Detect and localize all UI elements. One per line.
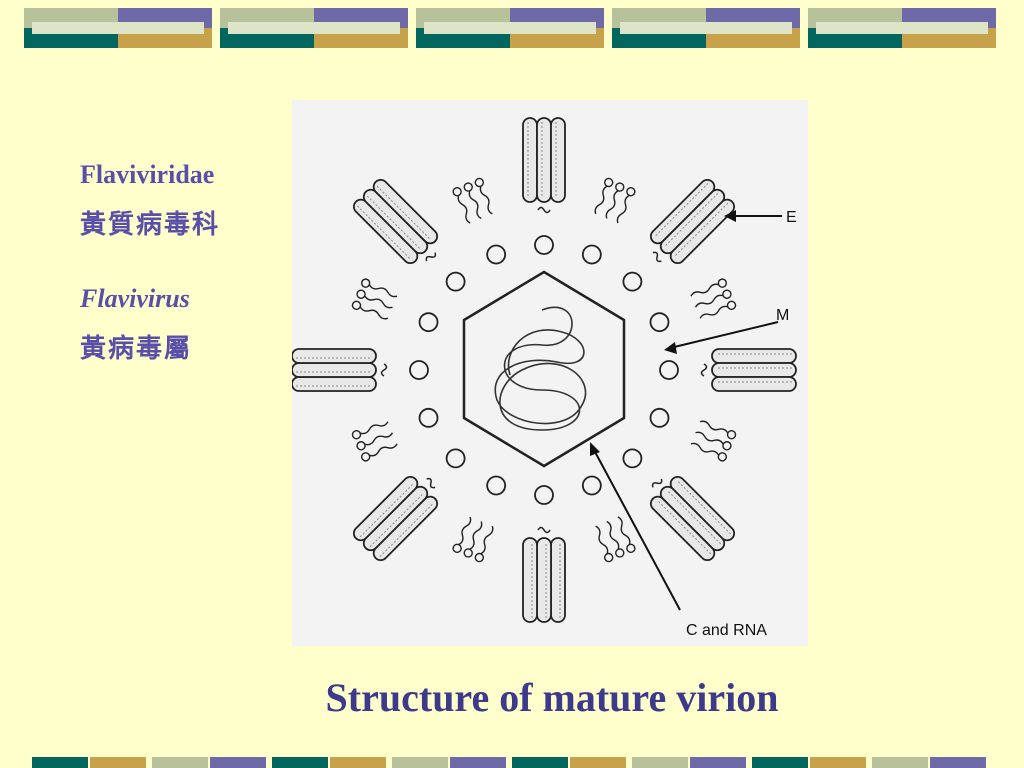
band-tile — [450, 757, 506, 768]
m-protein — [418, 407, 439, 428]
m-protein — [581, 475, 602, 496]
e-protein-trimer — [711, 348, 797, 392]
lipid-cluster — [595, 516, 636, 563]
band-tile — [752, 757, 808, 768]
e-anchor — [426, 477, 436, 489]
band-tile — [512, 757, 568, 768]
virion-diagram-svg: E M C and RNA — [292, 117, 797, 639]
lipid-cluster — [690, 278, 737, 319]
lipid-cluster — [594, 177, 636, 224]
band-tile — [392, 757, 448, 768]
band-tile — [210, 757, 266, 768]
m-protein — [659, 360, 679, 380]
label-M: M — [776, 307, 789, 324]
m-protein — [418, 312, 439, 333]
capsid-hexagon — [462, 270, 626, 468]
e-protein-trimer — [352, 178, 439, 265]
e-protein-trimer — [352, 475, 439, 562]
e-protein-trimer — [649, 475, 736, 562]
top-decorative-band — [24, 8, 1000, 48]
band-tile — [930, 757, 986, 768]
band-tile — [330, 757, 386, 768]
band-tile — [90, 757, 146, 768]
nucleocapsid — [462, 270, 626, 468]
band-tile — [416, 8, 604, 48]
genus-name-english: Flavivirus — [80, 284, 190, 313]
arrowhead-M — [664, 342, 677, 354]
virion-diagram: E M C and RNA — [292, 100, 808, 646]
family-name-chinese: 黃質病毒科 — [80, 210, 221, 240]
band-tile — [872, 757, 928, 768]
slide-caption: Structure of mature virion — [325, 675, 779, 720]
genus-name-chinese: 黃病毒屬 — [80, 334, 193, 364]
e-anchor — [537, 206, 551, 214]
band-tile — [24, 8, 212, 48]
bottom-decorative-band — [32, 757, 994, 768]
label-C-and-RNA: C and RNA — [686, 622, 767, 639]
e-anchor — [700, 363, 708, 377]
arrowhead-C-RNA — [590, 442, 600, 456]
band-tile — [808, 8, 996, 48]
band-tile — [690, 757, 746, 768]
band-tile — [810, 757, 866, 768]
lipid-cluster — [690, 420, 737, 462]
lipid-cluster — [452, 516, 494, 563]
m-protein — [445, 271, 466, 292]
e-protein-trimer — [522, 537, 566, 623]
m-protein — [486, 244, 507, 265]
m-protein — [534, 485, 554, 505]
band-tile — [570, 757, 626, 768]
family-name-english: Flaviviridae — [80, 160, 215, 189]
arrow-M — [669, 321, 779, 349]
band-tile — [632, 757, 688, 768]
lipid-cluster — [351, 278, 398, 320]
band-tile — [32, 757, 88, 768]
arrowhead-E — [724, 210, 736, 222]
e-anchor — [380, 363, 388, 377]
e-anchor — [537, 526, 551, 534]
e-anchor — [425, 252, 437, 262]
lipid-cluster — [351, 421, 398, 462]
m-protein — [445, 448, 466, 469]
rna-coil — [494, 306, 587, 431]
e-protein-trimer — [649, 178, 736, 265]
band-tile — [272, 757, 328, 768]
m-protein — [622, 448, 643, 469]
e-protein-trimer — [522, 117, 566, 203]
band-tile — [220, 8, 408, 48]
band-tile — [612, 8, 800, 48]
arrow-C-RNA — [593, 449, 681, 611]
m-protein — [486, 475, 507, 496]
e-anchor — [652, 251, 662, 263]
lipid-cluster — [452, 177, 493, 224]
m-protein — [649, 407, 670, 428]
m-protein — [581, 244, 602, 265]
band-tile — [152, 757, 208, 768]
m-protein — [534, 235, 554, 255]
label-E: E — [786, 209, 797, 226]
m-protein — [622, 271, 643, 292]
m-protein — [409, 360, 429, 380]
e-anchor — [651, 478, 663, 488]
e-protein-trimer — [292, 348, 377, 392]
m-protein — [649, 312, 670, 333]
